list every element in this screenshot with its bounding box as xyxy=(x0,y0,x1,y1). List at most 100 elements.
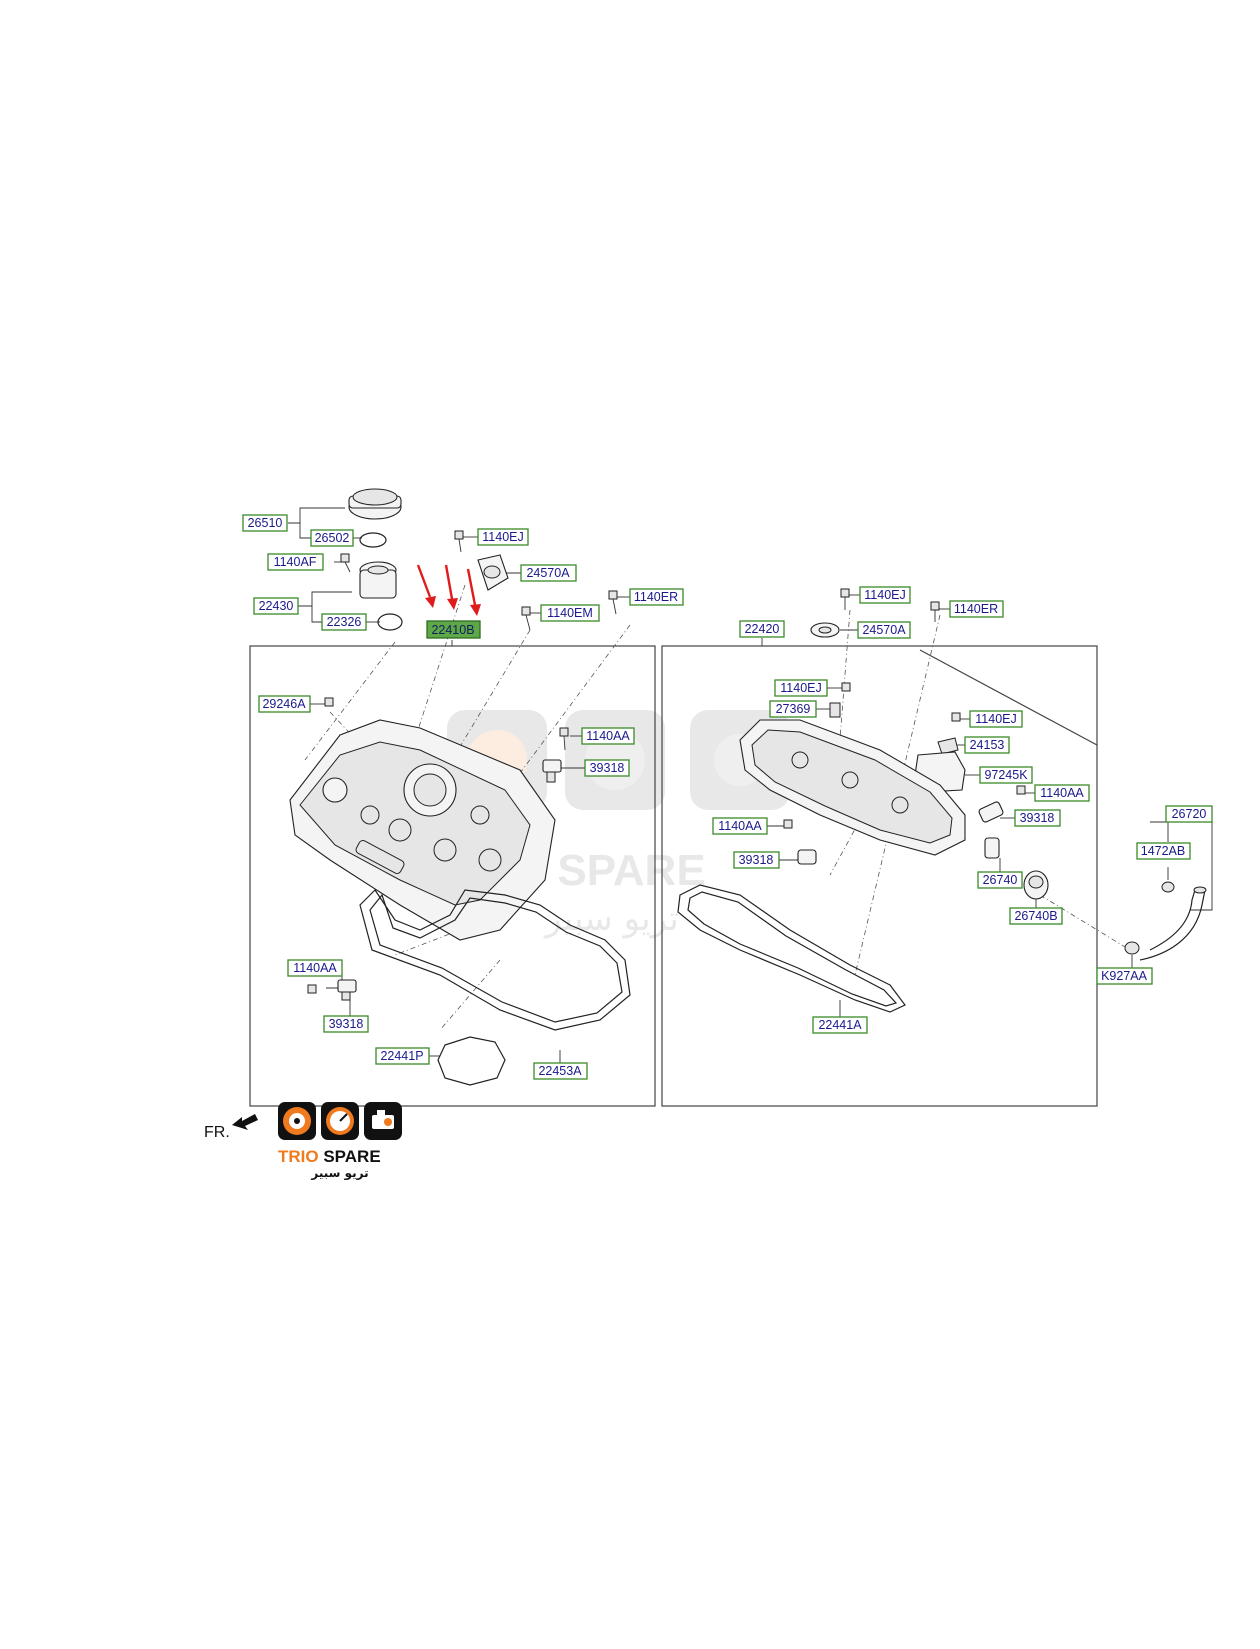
label-1140AF[interactable]: 1140AF xyxy=(267,553,324,571)
label-29246A[interactable]: 29246A xyxy=(258,695,311,713)
svg-text:22326: 22326 xyxy=(327,615,362,629)
bolt-1140AF xyxy=(340,553,351,573)
svg-text:39318: 39318 xyxy=(329,1017,364,1031)
label-22430[interactable]: 22430 xyxy=(253,597,299,615)
svg-text:1140AA: 1140AA xyxy=(718,819,762,833)
cover-plate-24570A-right xyxy=(810,622,840,638)
cover-gasket-22441A xyxy=(677,884,906,1013)
label-1140EM[interactable]: 1140EM xyxy=(540,604,600,622)
label-22453A[interactable]: 22453A xyxy=(533,1062,588,1080)
part-labels: 26510 26502 1140AF 22430 22326 1140EJ 24… xyxy=(242,514,1213,1080)
svg-text:26740B: 26740B xyxy=(1014,909,1057,923)
highlight-arrows xyxy=(416,564,481,616)
watermark-arabic-text: تريو سبير xyxy=(543,899,679,939)
bolt-1140AA-right-lower xyxy=(783,819,793,829)
left-bank-frame xyxy=(249,645,656,1107)
label-22410B-highlighted[interactable]: 22410B xyxy=(426,620,481,639)
cover-plate-24570A-left xyxy=(477,554,509,591)
label-1140AA[interactable]: 1140AA xyxy=(287,959,343,977)
label-39318[interactable]: 39318 xyxy=(1014,809,1061,827)
svg-text:26720: 26720 xyxy=(1172,807,1207,821)
brand-arabic: تريو سبير xyxy=(310,1166,368,1181)
label-22441A[interactable]: 22441A xyxy=(812,1016,868,1034)
label-26740[interactable]: 26740 xyxy=(977,871,1023,889)
sensor-39318-right-lower xyxy=(797,849,817,865)
label-26510[interactable]: 26510 xyxy=(242,514,288,532)
cylinder-head-cover-left xyxy=(289,719,556,941)
svg-text:27369: 27369 xyxy=(776,702,811,716)
svg-text:24570A: 24570A xyxy=(862,623,906,637)
svg-text:26502: 26502 xyxy=(315,531,350,545)
bolt-1140EJ-right-upper xyxy=(951,712,961,722)
label-1140ER[interactable]: 1140ER xyxy=(949,600,1004,618)
label-1140EJ[interactable]: 1140EJ xyxy=(774,679,828,697)
front-orientation-marker: FR. xyxy=(204,1114,258,1141)
label-26502[interactable]: 26502 xyxy=(310,529,354,547)
bolt-1140ER-left xyxy=(608,590,618,615)
bolt-1140EJ-right-mid xyxy=(841,682,851,692)
svg-text:22453A: 22453A xyxy=(538,1064,582,1078)
label-1140EJ[interactable]: 1140EJ xyxy=(859,586,911,604)
bolt-1140EJ-left xyxy=(454,530,464,553)
front-label: FR. xyxy=(204,1124,230,1141)
filler-cap-seal xyxy=(359,532,387,548)
label-26740B[interactable]: 26740B xyxy=(1009,907,1063,925)
label-1140EJ[interactable]: 1140EJ xyxy=(477,528,529,546)
svg-text:22441A: 22441A xyxy=(818,1018,862,1032)
oil-filler-neck xyxy=(359,561,397,599)
label-1140ER[interactable]: 1140ER xyxy=(629,588,684,606)
svg-text:22420: 22420 xyxy=(745,622,780,636)
label-22326[interactable]: 22326 xyxy=(321,613,367,631)
svg-text:29246A: 29246A xyxy=(262,697,306,711)
right-bank-frame xyxy=(661,645,1098,1107)
svg-text:39318: 39318 xyxy=(1020,811,1055,825)
svg-text:K927AA: K927AA xyxy=(1101,969,1148,983)
label-27369[interactable]: 27369 xyxy=(769,700,817,718)
svg-text:22441P: 22441P xyxy=(380,1049,423,1063)
brand-logo: TRIO SPARE تريو سبير xyxy=(278,1102,402,1181)
oil-filler-cap xyxy=(348,488,402,520)
engine-icon xyxy=(364,1102,402,1140)
label-22441P[interactable]: 22441P xyxy=(375,1047,430,1065)
label-1472AB[interactable]: 1472AB xyxy=(1136,842,1191,860)
svg-text:1140EJ: 1140EJ xyxy=(780,681,821,695)
sensor-39318-right-upper xyxy=(978,801,1004,823)
bolt-1140EJ-right-top xyxy=(840,588,850,610)
label-97245K[interactable]: 97245K xyxy=(979,766,1033,784)
label-39318[interactable]: 39318 xyxy=(584,759,630,777)
label-1140AA[interactable]: 1140AA xyxy=(1034,784,1090,802)
brand-name: TRIO SPARE xyxy=(278,1147,381,1166)
label-1140EJ[interactable]: 1140EJ xyxy=(969,710,1023,728)
bolt-1140AA-bottom xyxy=(307,984,317,994)
gasket-22441P xyxy=(437,1036,506,1086)
clamp-1472AB xyxy=(1161,881,1175,893)
label-1140AA[interactable]: 1140AA xyxy=(712,817,768,835)
label-24153[interactable]: 24153 xyxy=(964,736,1010,754)
sensor-39318-top xyxy=(542,759,562,783)
label-22420[interactable]: 22420 xyxy=(739,620,785,638)
label-26720[interactable]: 26720 xyxy=(1165,805,1213,823)
label-39318[interactable]: 39318 xyxy=(733,851,780,869)
svg-text:1140AA: 1140AA xyxy=(586,729,630,743)
svg-text:39318: 39318 xyxy=(739,853,774,867)
svg-text:26740: 26740 xyxy=(983,873,1018,887)
bolt-1140ER-right xyxy=(930,601,940,622)
bracket-27369 xyxy=(829,702,841,718)
label-1140AA[interactable]: 1140AA xyxy=(581,727,635,745)
grommet-26740B xyxy=(1023,870,1049,900)
sensor-39318-bottom xyxy=(337,979,357,1001)
svg-text:1140ER: 1140ER xyxy=(634,590,678,604)
valve-26740 xyxy=(984,837,1000,859)
label-39318[interactable]: 39318 xyxy=(323,1015,369,1033)
svg-text:24570A: 24570A xyxy=(526,566,570,580)
clamp-K927AA xyxy=(1124,941,1140,955)
svg-text:1140AA: 1140AA xyxy=(1040,786,1084,800)
label-K927AA[interactable]: K927AA xyxy=(1096,967,1153,985)
label-24570A[interactable]: 24570A xyxy=(857,621,911,639)
svg-text:1140EJ: 1140EJ xyxy=(975,712,1016,726)
svg-text:22430: 22430 xyxy=(259,599,294,613)
label-24570A[interactable]: 24570A xyxy=(520,564,577,582)
front-arrow-icon xyxy=(232,1114,258,1130)
svg-text:22410B: 22410B xyxy=(431,623,474,637)
